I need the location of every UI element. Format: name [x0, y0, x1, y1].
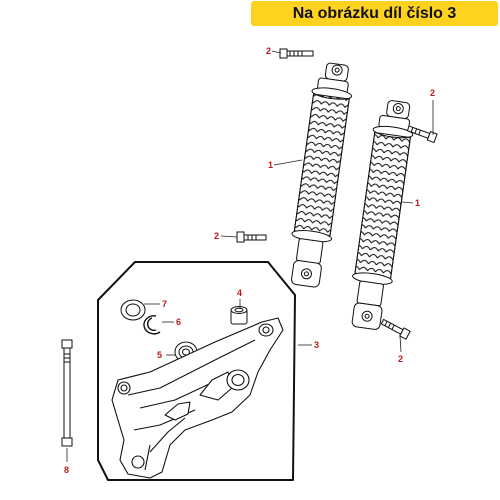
- shock-absorber-right-icon: [351, 100, 414, 330]
- circlip-icon: [143, 315, 161, 335]
- shock-absorber-left-icon: [291, 62, 353, 288]
- callout-seal: 7: [162, 299, 167, 309]
- callout-bearing: 5: [157, 350, 162, 360]
- swing-arm-icon: [111, 317, 284, 479]
- callout-shock-left: 1: [268, 160, 273, 170]
- callout-swingarm: 3: [314, 340, 319, 350]
- bolt-bottom-right-icon: [380, 318, 411, 340]
- bolt-top-left-icon: [279, 48, 314, 59]
- bolt-top-right-icon: [406, 125, 438, 144]
- oil-seal-icon: [120, 299, 146, 321]
- callout-axle-bolt: 8: [64, 465, 69, 475]
- callout-shock-right: 1: [415, 198, 420, 208]
- axle-bolt-icon: [61, 339, 73, 447]
- callout-bolt-top-right: 2: [430, 88, 435, 98]
- banner-text: Na obrázku díl číslo 3: [292, 4, 457, 22]
- swing-arm-frame-outline: [97, 261, 296, 481]
- bushing-icon: [230, 306, 248, 325]
- callout-bolt-top-left: 2: [266, 46, 271, 56]
- callout-bushing: 4: [237, 288, 242, 298]
- callout-bolt-middle: 2: [214, 231, 219, 241]
- callout-circlip: 6: [176, 317, 181, 327]
- callout-bolt-bottom-right: 2: [398, 354, 403, 364]
- leader-lines: [66, 50, 434, 462]
- bolt-middle-icon: [236, 231, 267, 243]
- part-number-banner: Na obrázku díl číslo 3: [251, 1, 498, 26]
